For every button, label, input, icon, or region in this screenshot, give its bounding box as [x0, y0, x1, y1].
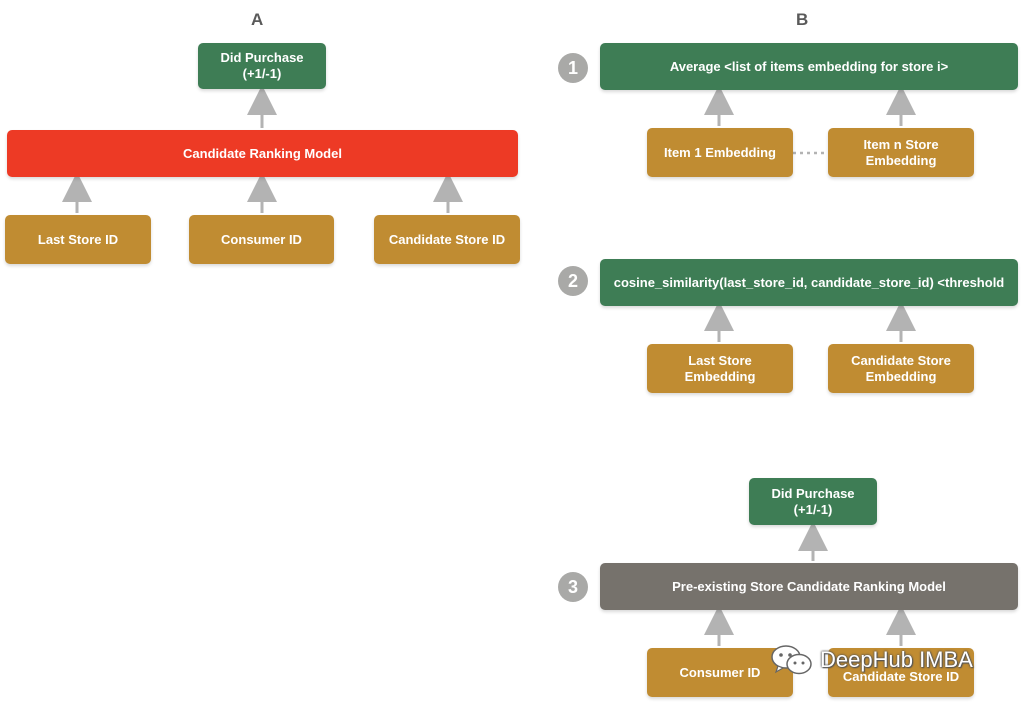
item-1-embedding-box: Item 1 Embedding	[647, 128, 793, 177]
step-2-badge: 2	[558, 266, 588, 296]
candidate-store-embedding-box: Candidate Store Embedding	[828, 344, 974, 393]
step-1-badge: 1	[558, 53, 588, 83]
last-store-id-box: Last Store ID	[5, 215, 151, 264]
panel-b-label: B	[796, 10, 809, 29]
did-purchase-box-a: Did Purchase (+1/-1)	[198, 43, 326, 89]
panel-a-label: A	[251, 10, 264, 29]
consumer-id-box: Consumer ID	[189, 215, 334, 264]
wechat-icon	[771, 645, 812, 675]
did-purchase-box-b: Did Purchase (+1/-1)	[749, 478, 877, 525]
candidate-store-id-box-b: Candidate Store ID	[828, 648, 974, 697]
cosine-similarity-box: cosine_similarity(last_store_id, candida…	[600, 259, 1018, 306]
item-n-store-embedding-box: Item n Store Embedding	[828, 128, 974, 177]
pre-existing-ranking-model-box: Pre-existing Store Candidate Ranking Mod…	[600, 563, 1018, 610]
average-embedding-box: Average <list of items embedding for sto…	[600, 43, 1018, 90]
last-store-embedding-box: Last Store Embedding	[647, 344, 793, 393]
step-3-badge: 3	[558, 572, 588, 602]
consumer-id-box-b: Consumer ID	[647, 648, 793, 697]
watermark: DeepHub IMBA	[770, 644, 973, 676]
watermark-text: DeepHub IMBA	[820, 647, 973, 672]
candidate-store-id-box: Candidate Store ID	[374, 215, 520, 264]
candidate-ranking-model-box: Candidate Ranking Model	[7, 130, 518, 177]
